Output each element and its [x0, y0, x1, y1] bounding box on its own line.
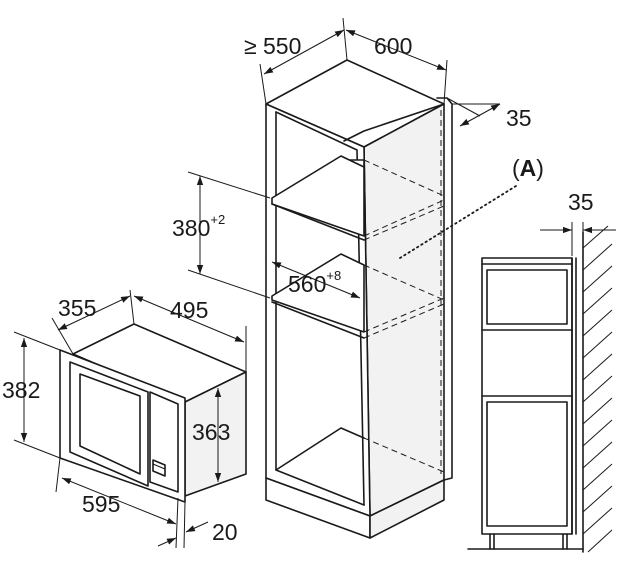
microwave-width-label: 595 — [82, 491, 120, 517]
callout-text: (A) — [512, 155, 544, 181]
side-view — [468, 222, 616, 552]
callout-label: (A) — [512, 155, 544, 181]
niche-height-tolerance: +2 — [210, 212, 225, 227]
microwave-depth-label: 355 — [58, 295, 96, 321]
cabinet-dimensions — [188, 18, 500, 298]
cabinet-width-label: 600 — [374, 33, 412, 59]
microwave-body-height-label: 363 — [192, 419, 230, 445]
cabinet-back-gap-label: 35 — [506, 105, 532, 131]
side-gap-label: 35 — [568, 189, 594, 215]
niche-width-label: 560+8 — [288, 268, 341, 297]
niche-width-value: 560 — [288, 271, 326, 297]
wall-hatching — [583, 226, 612, 552]
microwave-width-top-label: 495 — [170, 297, 208, 323]
cabinet-depth-label: ≥ 550 — [244, 33, 301, 59]
niche-height-value: 380 — [172, 215, 210, 241]
microwave-dimensions — [14, 290, 246, 548]
niche-height-label: 380+2 — [172, 212, 225, 241]
tall-cabinet — [266, 60, 452, 538]
microwave-height-label: 382 — [2, 377, 40, 403]
microwave-frame-depth-label: 20 — [212, 519, 238, 545]
niche-width-tolerance: +8 — [326, 268, 341, 283]
